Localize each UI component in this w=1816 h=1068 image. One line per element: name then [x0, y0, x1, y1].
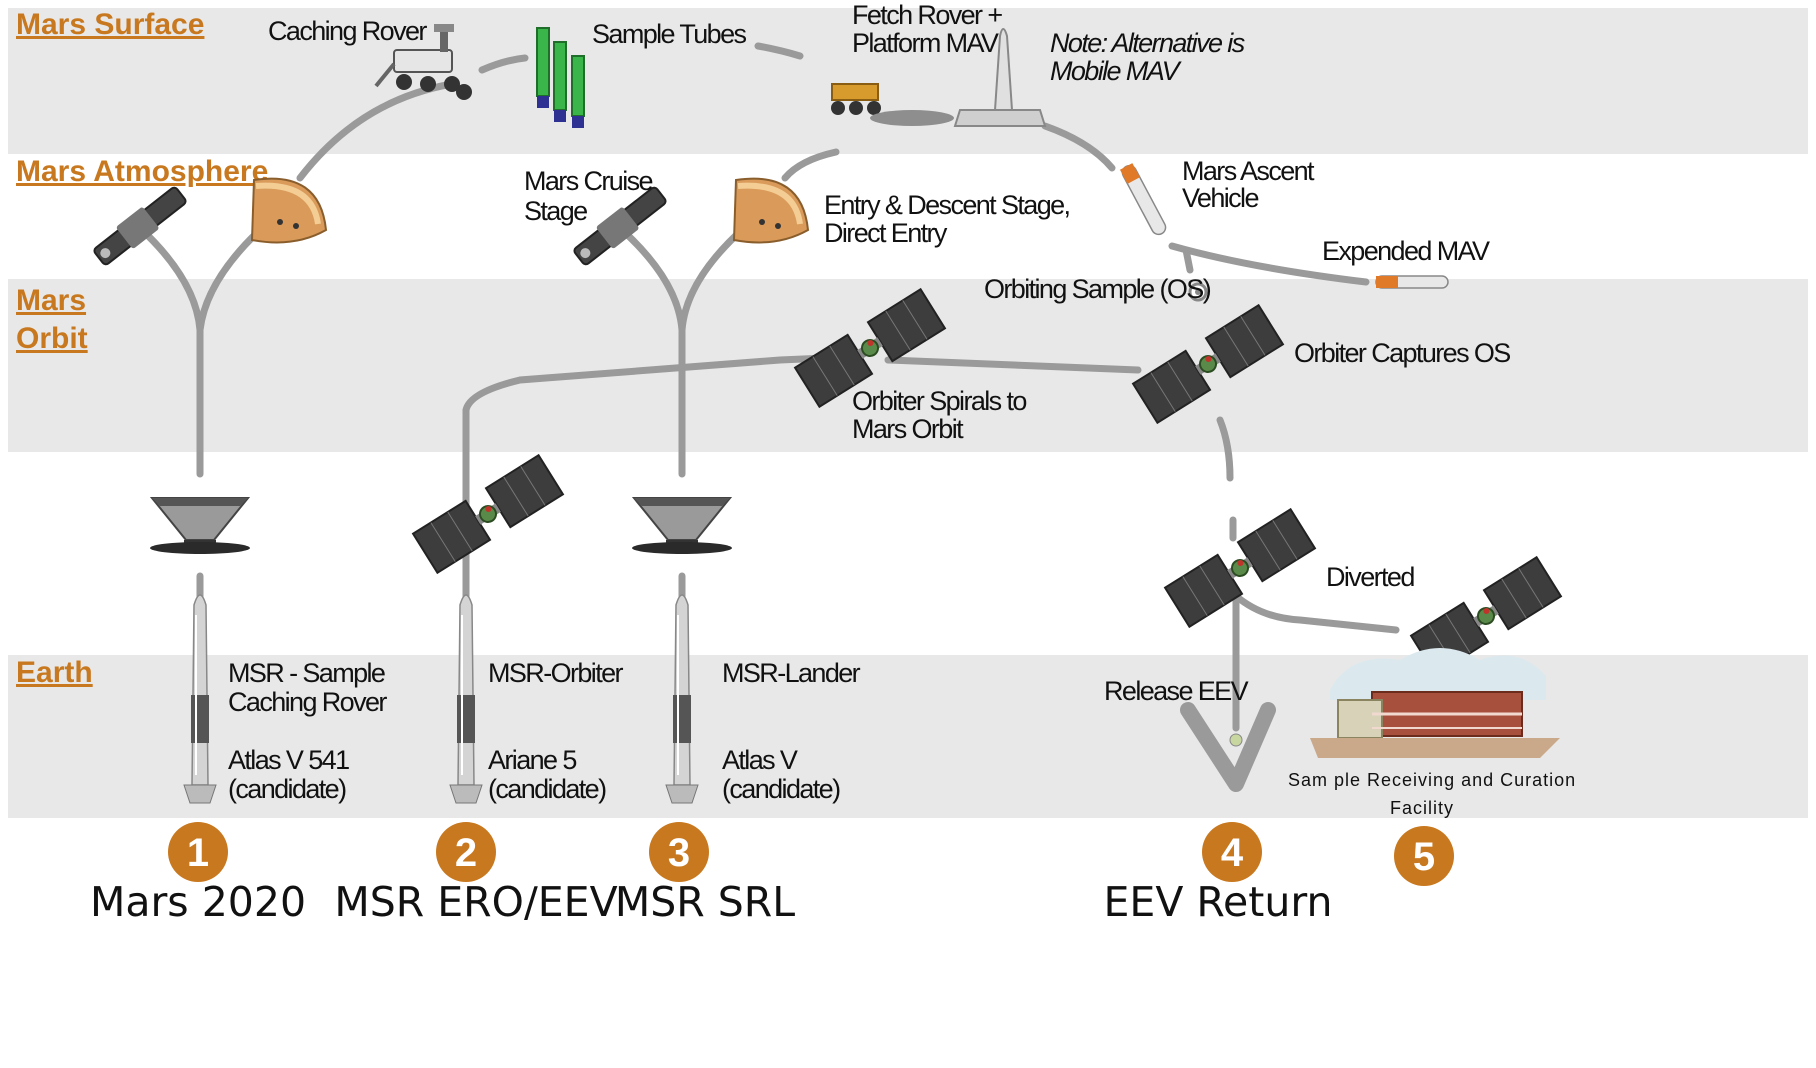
- aeroshell-icon: [252, 179, 326, 243]
- label-orbiter-spirals-2: Mars Orbit: [852, 414, 964, 444]
- mission-number: 5: [1413, 835, 1435, 879]
- label-ariane-1: Ariane 5: [488, 745, 576, 775]
- mission-number: 4: [1221, 831, 1244, 875]
- label-entry-stage-2: Direct Entry: [824, 218, 948, 248]
- zone-label-orbit-2: Orbit: [16, 322, 88, 355]
- label-atlas541-1: Atlas V 541: [228, 745, 349, 775]
- label-msr-sample-2: Caching Rover: [228, 687, 387, 717]
- orbiter-return-icon: [1164, 508, 1316, 628]
- mission-number-badge: [1202, 822, 1262, 882]
- label-atlas541-2: (candidate): [228, 774, 346, 804]
- mission-3: 3 MSR SRL: [615, 822, 795, 926]
- aeroshell-icon: [734, 179, 808, 243]
- mission-number: 1: [187, 831, 209, 875]
- mission-number-badge: [436, 822, 496, 882]
- mission-name: MSR SRL: [615, 878, 795, 926]
- label-release-eev: Release EEV: [1104, 676, 1249, 706]
- zone-label-earth: Earth: [16, 656, 93, 689]
- label-orbiter-spirals-1: Orbiter Spirals to: [852, 386, 1026, 416]
- trajectory-paths: [136, 42, 1400, 792]
- mission-name: MSR ERO/EEV: [334, 878, 617, 926]
- label-note-2: Mobile MAV: [1050, 56, 1183, 86]
- mission-5: 5: [1394, 826, 1454, 886]
- label-entry-stage-1: Entry & Descent Stage,: [824, 190, 1070, 220]
- label-facility-2: Facility: [1390, 798, 1454, 818]
- sample-tubes-icon: [536, 27, 585, 128]
- mission-number: 3: [668, 831, 690, 875]
- cruise-stage-icon: [89, 181, 191, 271]
- mission-number: 2: [455, 831, 477, 875]
- label-ariane-2: (candidate): [488, 774, 606, 804]
- orbiting-sample-icon: [1188, 282, 1208, 302]
- label-caching-rover: Caching Rover: [268, 16, 427, 46]
- label-fetch-rover-2: Platform MAV: [852, 28, 999, 58]
- mission-number-badge: [1394, 826, 1454, 886]
- caching-rover-icon: [374, 24, 472, 100]
- mission-2: 2 MSR ERO/EEV: [334, 822, 618, 926]
- mars-ascent-vehicle-icon: [1119, 163, 1167, 236]
- mission-name: EEV Return: [1104, 878, 1333, 926]
- platform-mav-icon: [870, 28, 1047, 127]
- entry-capsule-icon: [631, 497, 733, 555]
- label-fetch-rover-1: Fetch Rover +: [852, 0, 1002, 30]
- receiving-facility-icon: [1310, 648, 1560, 758]
- label-orbiter-captures: Orbiter Captures OS: [1294, 338, 1510, 368]
- label-ascent-vehicle-1: Mars Ascent: [1182, 156, 1315, 186]
- label-sample-tubes: Sample Tubes: [592, 19, 746, 49]
- zone-label-surface: Mars Surface: [16, 8, 204, 41]
- label-orbiting-sample: Orbiting Sample (OS): [984, 274, 1211, 304]
- mission-number-badge: [168, 822, 228, 882]
- entry-capsule-icon: [149, 497, 251, 555]
- mission-1: 1 Mars 2020: [90, 822, 306, 926]
- label-cruise-stage-2: Stage: [524, 196, 587, 226]
- label-ascent-vehicle-2: Vehicle: [1182, 183, 1258, 213]
- label-atlasv-2: (candidate): [722, 774, 840, 804]
- expended-mav-icon: [1375, 275, 1449, 289]
- mission-4: 4 EEV Return: [1104, 822, 1333, 926]
- zone-label-orbit-1: Mars: [16, 284, 86, 317]
- label-cruise-stage-1: Mars Cruise: [524, 166, 653, 196]
- mission-name: Mars 2020: [90, 878, 306, 926]
- label-msr-sample-1: MSR - Sample: [228, 658, 385, 688]
- label-facility-1: Sam ple Receiving and Curation: [1288, 770, 1576, 790]
- label-diverted: Diverted: [1326, 562, 1414, 592]
- eev-capsule-icon: [1229, 733, 1243, 747]
- label-expended-mav: Expended MAV: [1322, 236, 1490, 266]
- orbiter-cruise-icon: [412, 454, 564, 574]
- label-msr-orbiter: MSR-Orbiter: [488, 658, 624, 688]
- label-atlasv-1: Atlas V: [722, 745, 798, 775]
- fetch-rover-icon: [831, 83, 881, 115]
- zone-label-atmosphere: Mars Atmosphere: [16, 155, 268, 188]
- label-msr-lander: MSR-Lander: [722, 658, 861, 688]
- mission-number-badge: [649, 822, 709, 882]
- label-note-1: Note: Alternative is: [1050, 28, 1245, 58]
- band-mars-surface: [8, 8, 1808, 154]
